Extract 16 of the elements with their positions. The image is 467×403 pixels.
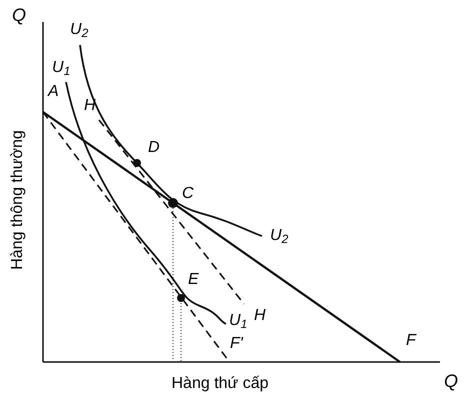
curve-label: U$_{2}$ <box>70 22 88 38</box>
axis-label: Q <box>12 6 26 24</box>
curve-label: H <box>254 308 266 324</box>
curve-label: E <box>188 272 199 288</box>
curve-label: C <box>182 186 194 202</box>
axis-label: Hàng thông thường <box>10 130 26 270</box>
axis-label: Hàng thứ cấp <box>172 376 268 392</box>
curve-label: U$_{2}$ <box>270 228 288 244</box>
curve-label: F <box>406 333 416 349</box>
curve-label: U$_{1}$ <box>229 313 248 329</box>
curve-label: D <box>148 140 160 156</box>
curve-label: H <box>84 98 96 114</box>
curve-label: F' <box>230 336 243 352</box>
axis-label: Q <box>444 372 458 390</box>
curve-label: A <box>48 84 59 100</box>
curve-label: U$_{1}$ <box>52 60 70 76</box>
